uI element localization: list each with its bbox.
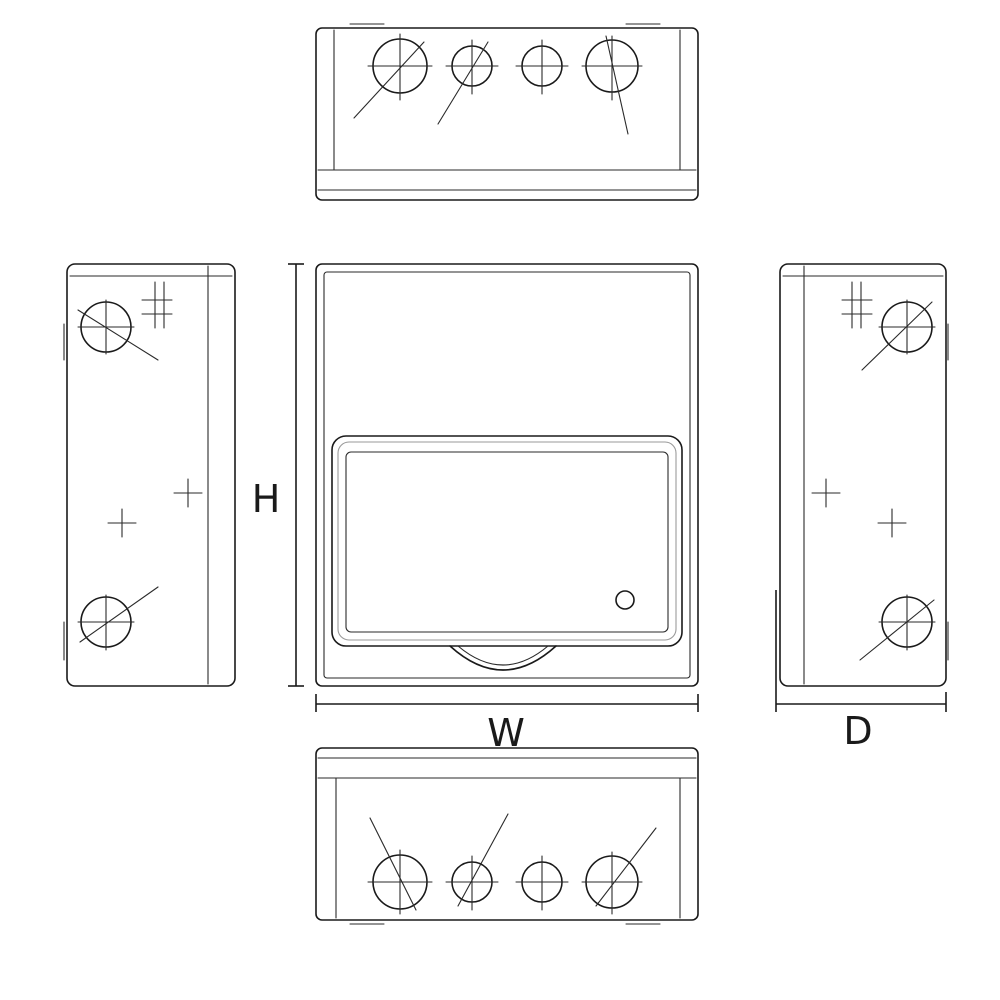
crosshair-mark [141,281,173,329]
knockout-hole [581,35,643,135]
knockout-hole [353,33,433,119]
window-handle [449,645,557,671]
bottom-view [315,747,699,925]
crosshair-mark [877,508,907,538]
knockout-hole [367,817,433,915]
width-label: W [487,711,525,755]
knockout-hole [515,855,569,911]
knockout-hole [859,594,936,661]
top-view-outline [315,27,699,201]
crosshair-mark [811,478,841,508]
knockout-hole [445,813,509,911]
right-side-view-outline [779,263,947,687]
knockout-hole [437,39,499,125]
front-view-outline [315,263,699,687]
crosshair-mark [107,508,137,538]
depth-label: D [843,709,872,753]
knockout-hole [77,299,159,361]
bottom-view-outline [315,747,699,921]
crosshair-mark [841,281,873,329]
top-view [315,23,699,201]
front-view [315,263,699,687]
depth-dimension: D [775,590,947,753]
height-dimension: H [252,263,304,687]
right-side-view [779,263,949,687]
height-label: H [252,477,281,521]
window-lock-hole [615,590,635,610]
knockout-hole [861,299,936,371]
width-dimension: W [315,694,699,755]
inspection-window [331,435,683,671]
knockout-hole [77,586,159,651]
knockout-hole [515,39,569,95]
crosshair-mark [173,478,203,508]
knockout-hole [581,827,657,915]
left-side-view-outline [66,263,236,687]
left-side-view [63,263,236,687]
